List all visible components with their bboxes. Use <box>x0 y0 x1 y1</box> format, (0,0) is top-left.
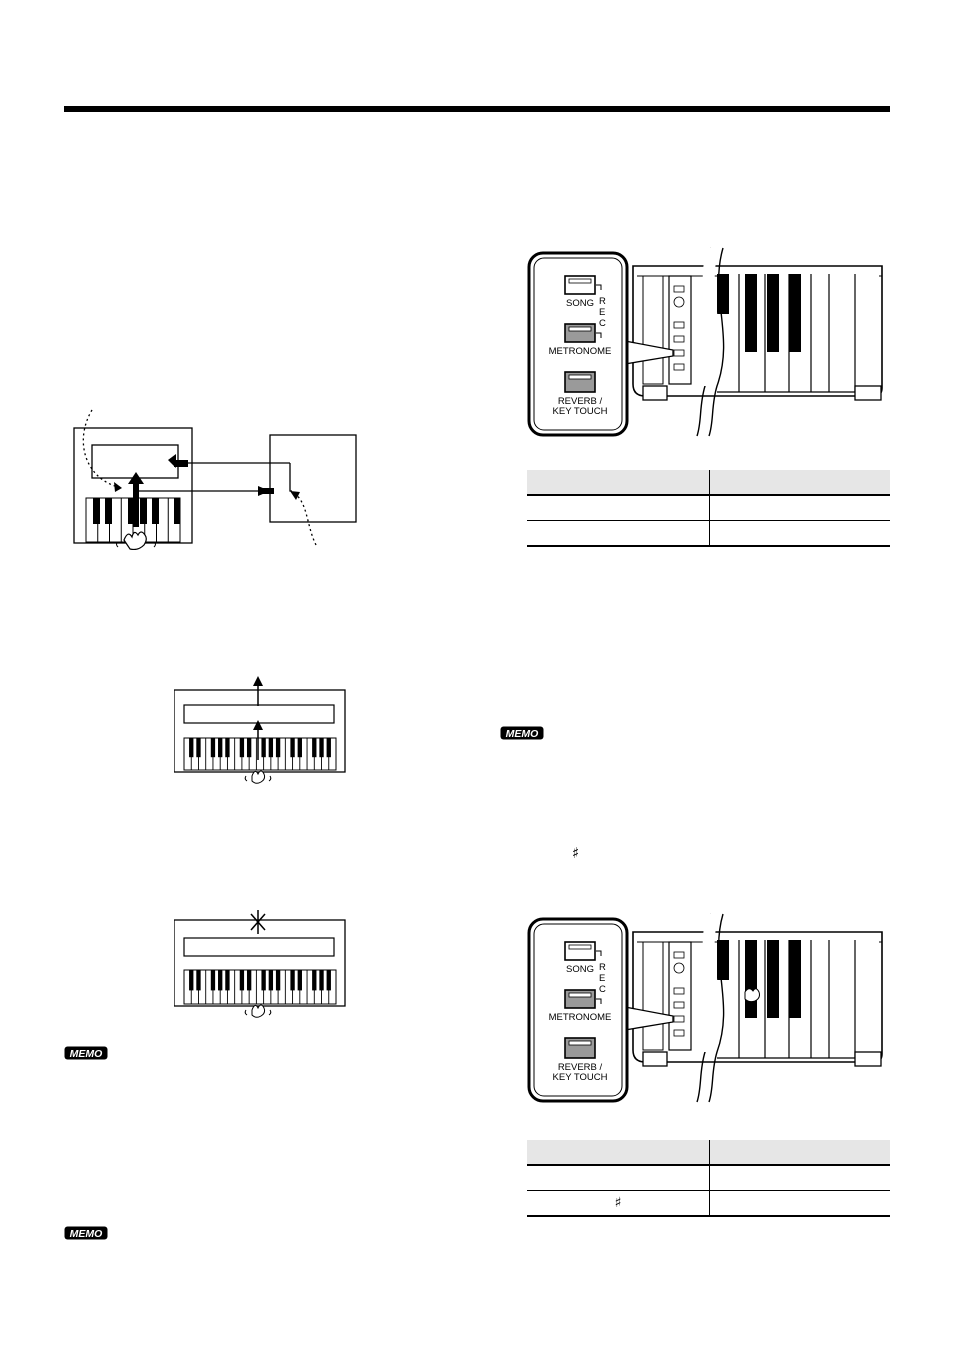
rec-letter: E <box>599 973 606 984</box>
svg-text:MEMO: MEMO <box>70 1048 103 1060</box>
song-button-label: SONG <box>566 964 594 975</box>
svg-text:MEMO: MEMO <box>70 1228 103 1240</box>
panel-illustration-2: SONG R E C METRONOME REVERB / KEY TOUCH <box>527 912 892 1104</box>
sharp-symbol: ♯ <box>572 844 580 862</box>
rec-letter: E <box>599 307 606 318</box>
key-touch-button-label: KEY TOUCH <box>552 406 608 417</box>
table-row <box>527 496 890 521</box>
reverb-button-label: REVERB / <box>557 1062 603 1073</box>
header-rule <box>64 106 890 112</box>
local-on-diagram <box>174 676 346 784</box>
table-row <box>527 1166 890 1191</box>
rec-letter: C <box>599 984 606 995</box>
reverb-button-label: REVERB / <box>557 396 603 407</box>
svg-text:MEMO: MEMO <box>506 728 539 740</box>
rec-letter: R <box>599 296 606 307</box>
settings-table-2: ♯ <box>527 1140 890 1217</box>
piano-panel-drawing <box>527 247 883 437</box>
rec-letter: C <box>599 318 606 329</box>
rec-letter: R <box>599 962 606 973</box>
local-off-diagram <box>174 910 346 1018</box>
memo-icon: MEMO <box>64 1046 108 1060</box>
piano-panel-drawing <box>527 913 883 1103</box>
settings-table-1 <box>527 470 890 547</box>
midi-flow-diagram <box>73 409 357 550</box>
table-header <box>527 470 890 496</box>
sharp-symbol: ♯ <box>527 1191 710 1215</box>
metronome-button-label: METRONOME <box>548 346 612 357</box>
panel-illustration-1: SONG R E C METRONOME REVERB / KEY TOUCH <box>527 246 892 438</box>
song-button-label: SONG <box>566 298 594 309</box>
table-row <box>527 521 890 547</box>
memo-icon: MEMO <box>64 1226 108 1240</box>
memo-icon: MEMO <box>500 726 544 740</box>
key-touch-button-label: KEY TOUCH <box>552 1072 608 1083</box>
table-header <box>527 1140 890 1166</box>
table-row: ♯ <box>527 1191 890 1217</box>
metronome-button-label: METRONOME <box>548 1012 612 1023</box>
